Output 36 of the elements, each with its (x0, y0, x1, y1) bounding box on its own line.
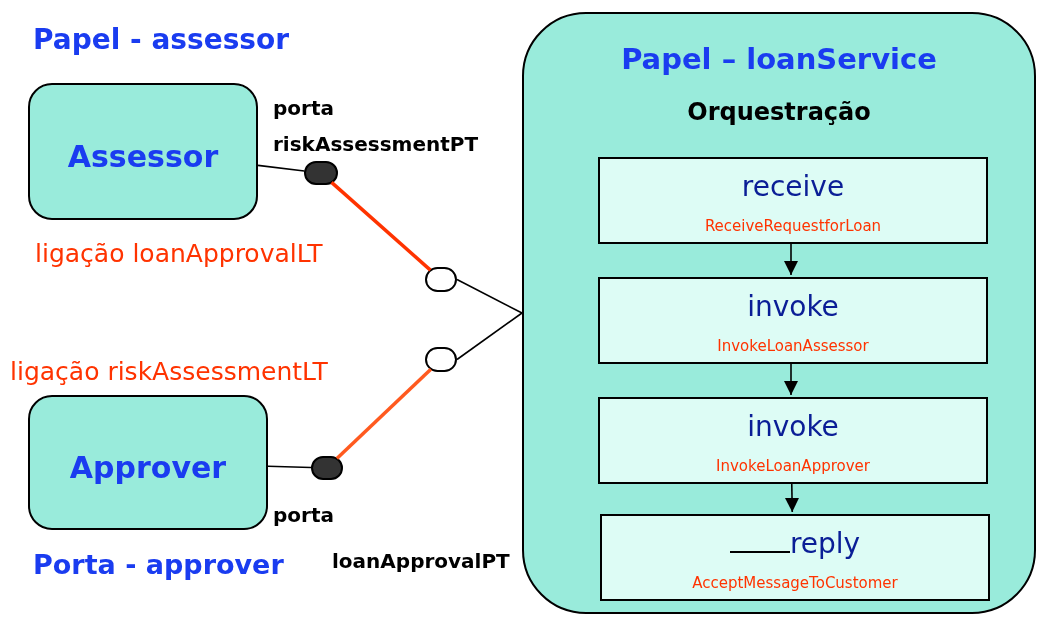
connector-line (335, 367, 433, 460)
connector-line (257, 164, 306, 172)
activity-label: ReceiveRequestforLoan (704, 217, 882, 235)
activity-label: InvokeLoanAssessor (717, 337, 869, 355)
activity-box (600, 514, 990, 601)
text-label: riskAssessmentPT (273, 132, 479, 157)
role-box (28, 395, 268, 530)
text-label: ligação loanApprovalLT (35, 238, 323, 270)
activity-name: reply (789, 526, 861, 562)
activity-label: AcceptMessageToCustomer (692, 574, 898, 592)
activity-box (598, 397, 988, 484)
text-label: ligação riskAssessmentLT (10, 356, 328, 388)
container-title: Papel – loanService (620, 41, 938, 78)
text-label: porta (273, 96, 334, 121)
activity-name: invoke (747, 289, 839, 325)
connector-line (267, 465, 312, 469)
activity-box (598, 277, 988, 364)
container-subtitle: Orquestração (686, 97, 872, 128)
text-label: Porta - approver (33, 548, 284, 582)
connector-line (330, 181, 432, 272)
role-box (28, 83, 258, 220)
activity-name: receive (741, 169, 845, 205)
text-label: porta (273, 503, 334, 528)
role-name: Assessor (67, 138, 219, 176)
activity-name: invoke (747, 409, 839, 445)
text-label: Papel - assessor (33, 22, 289, 57)
arrow (784, 361, 798, 396)
role-container (522, 12, 1036, 614)
role-name: Approver (69, 449, 227, 487)
connector-line (456, 312, 523, 361)
activity-box (598, 157, 988, 244)
text-label: loanApprovalPT (332, 549, 510, 574)
arrow (784, 241, 798, 276)
connector-line (456, 278, 523, 314)
arrow (785, 481, 799, 513)
activity-label: InvokeLoanApprover (716, 457, 870, 475)
